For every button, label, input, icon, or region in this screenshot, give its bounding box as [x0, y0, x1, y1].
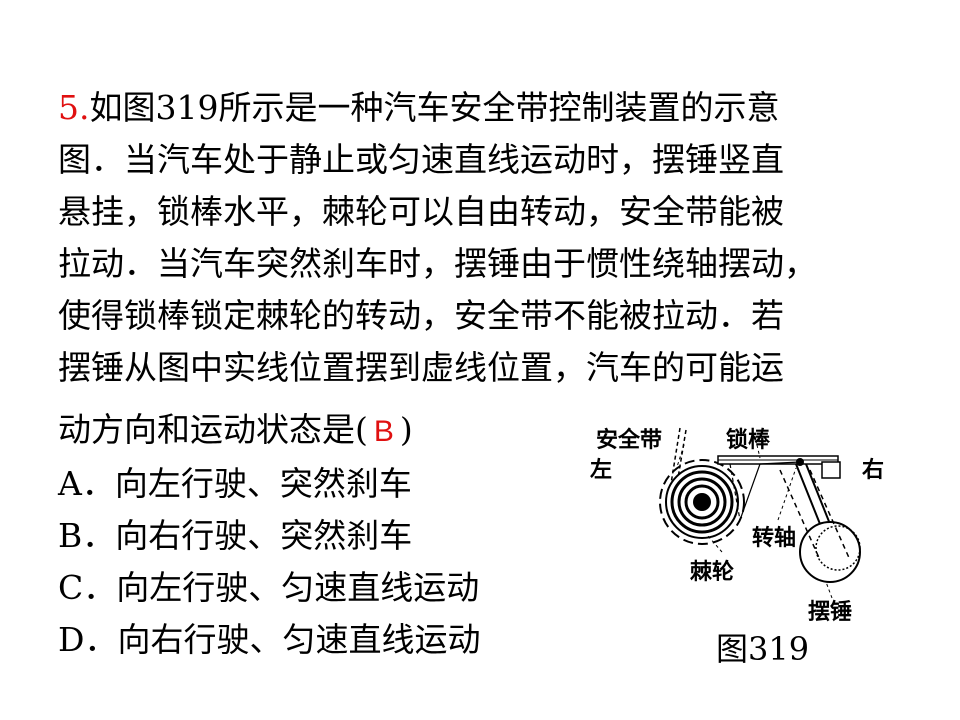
pendulum-arm-dashed: [779, 469, 821, 561]
belt-coil-3: [684, 484, 720, 520]
pendulum-arm-solid-2: [805, 463, 831, 525]
ratchet-teeth: [659, 459, 745, 545]
link-solid-2: [739, 463, 761, 521]
label-lock-rod: 锁棒: [726, 428, 771, 453]
option-c[interactable]: C．向左行驶、匀速直线运动: [58, 568, 480, 607]
question-text-1: 如图319所示是一种汽车安全带控制装置的示意: [89, 88, 780, 127]
question-line-5: 使得锁棒锁定棘轮的转动，安全带不能被拉动．若: [58, 296, 784, 335]
link-dashed: [729, 463, 741, 521]
question-number: 5.: [58, 88, 90, 127]
support-block: [821, 461, 841, 479]
question-paren-close: ): [399, 410, 413, 449]
shaft-leader: [777, 467, 797, 521]
seatbelt-strap-line-2: [669, 427, 681, 491]
option-b[interactable]: B．向右行驶、突然刹车: [58, 516, 413, 555]
option-a[interactable]: A．向左行驶、突然刹车: [58, 464, 412, 503]
pendulum-leader: [825, 581, 833, 599]
option-d[interactable]: D．向右行驶、匀速直线运动: [58, 620, 481, 659]
belt-coil-2: [677, 477, 727, 527]
ratchet-leader: [707, 535, 723, 553]
answer-mark: B: [373, 415, 394, 448]
question-text-7: 动方向和运动状态是(: [58, 410, 368, 449]
pendulum-arm-dashed-2: [809, 469, 851, 561]
label-right: 右: [862, 458, 885, 483]
question-line-6: 摆锤从图中实线位置摆到虚线位置，汽车的可能运: [58, 348, 784, 387]
label-left: 左: [590, 458, 613, 483]
label-pendulum: 摆锤: [808, 600, 853, 625]
label-ratchet: 棘轮: [690, 560, 735, 585]
link-solid: [759, 461, 801, 465]
label-shaft: 转轴: [752, 526, 797, 551]
seatbelt-leader: [675, 444, 685, 471]
ratchet-hub: [693, 493, 711, 511]
question-line-4: 拉动．当汽车突然刹车时，摆锤由于惯性绕轴摆动，: [58, 244, 817, 283]
question-line-3: 悬挂，锁棒水平，棘轮可以自由转动，安全带能被: [58, 192, 784, 231]
belt-coil-1: [670, 470, 734, 534]
question-line-2: 图．当汽车处于静止或匀速直线运动时，摆锤竖直: [58, 140, 784, 179]
pendulum-arm-solid: [795, 463, 821, 525]
pendulum-bob-shade: [815, 525, 861, 571]
question-line-1: 5.如图319所示是一种汽车安全带控制装置的示意: [58, 82, 780, 134]
label-seatbelt: 安全带: [596, 428, 663, 453]
lock-rod-leader: [756, 444, 761, 459]
figure-caption: 图319: [716, 630, 810, 668]
question-line-7: 动方向和运动状态是(B): [58, 404, 413, 458]
